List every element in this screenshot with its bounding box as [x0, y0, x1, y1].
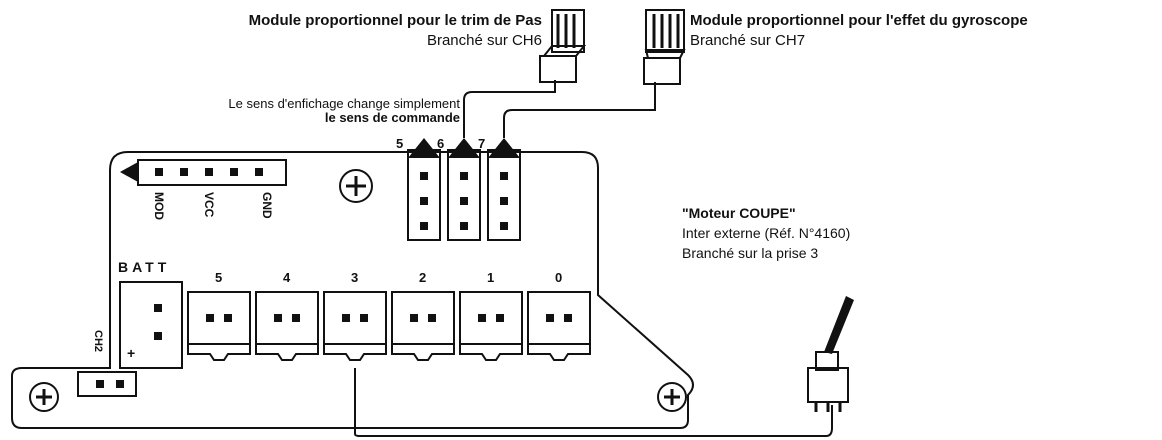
motor-cut-line-2: Branché sur la prise 3: [682, 245, 819, 261]
ch2-connector: [77, 371, 137, 397]
output-port-1: [459, 291, 523, 361]
toggle-switch: [807, 296, 854, 412]
module-pas-plug: [539, 9, 587, 83]
module-gyro-plug: [643, 9, 686, 85]
channel-number-7: 7: [478, 136, 486, 151]
module-pas-title: Module proportionnel pour le trim de Pas: [248, 12, 542, 29]
port-number-3: 3: [351, 270, 359, 285]
ch2-label: CH2: [92, 330, 104, 353]
mounting-screw-left: [29, 382, 59, 412]
output-port-3: [323, 291, 387, 361]
channel-number-5: 5: [396, 136, 404, 151]
motor-cut-title: "Moteur COUPE": [682, 205, 796, 221]
channel-number-6: 6: [437, 136, 445, 151]
mounting-screw-right: [657, 382, 687, 412]
note-line-2: le sens de commande: [324, 110, 460, 125]
port-number-0: 0: [555, 270, 563, 285]
wire-ch6: [463, 80, 556, 138]
motor-cut-line-1: Inter externe (Réf. N°4160): [682, 225, 851, 241]
batt-label: BATT: [118, 259, 171, 275]
pin-label-mod: MOD: [152, 192, 166, 220]
module-pas-channel: Branché sur CH6: [426, 32, 542, 49]
port-number-2: 2: [419, 270, 427, 285]
note-line-1: Le sens d'enfichage change simplement: [228, 96, 460, 111]
pin-label-gnd: GND: [260, 192, 274, 219]
receiver-board-outline: [11, 151, 694, 429]
port-number-5: 5: [215, 270, 223, 285]
output-port-2: [391, 291, 455, 361]
batt-plus: +: [127, 345, 136, 361]
port-number-4: 4: [283, 270, 291, 285]
output-port-0: [527, 291, 591, 361]
output-port-4: [255, 291, 319, 361]
wire-ch7: [503, 82, 656, 138]
channel-connectors: [407, 138, 521, 241]
wire-motor-cut: [354, 368, 833, 437]
pin-label-vcc: VCC: [202, 192, 216, 218]
port-number-1: 1: [487, 270, 495, 285]
module-gyro-channel: Branché sur CH7: [690, 32, 806, 49]
sensor-header: [120, 159, 287, 186]
output-ports: [187, 291, 591, 361]
module-gyro-title: Module proportionnel pour l'effet du gyr…: [690, 12, 1028, 29]
batt-connector: [119, 281, 183, 369]
mounting-screw-top: [339, 169, 373, 203]
output-port-5: [187, 291, 251, 361]
